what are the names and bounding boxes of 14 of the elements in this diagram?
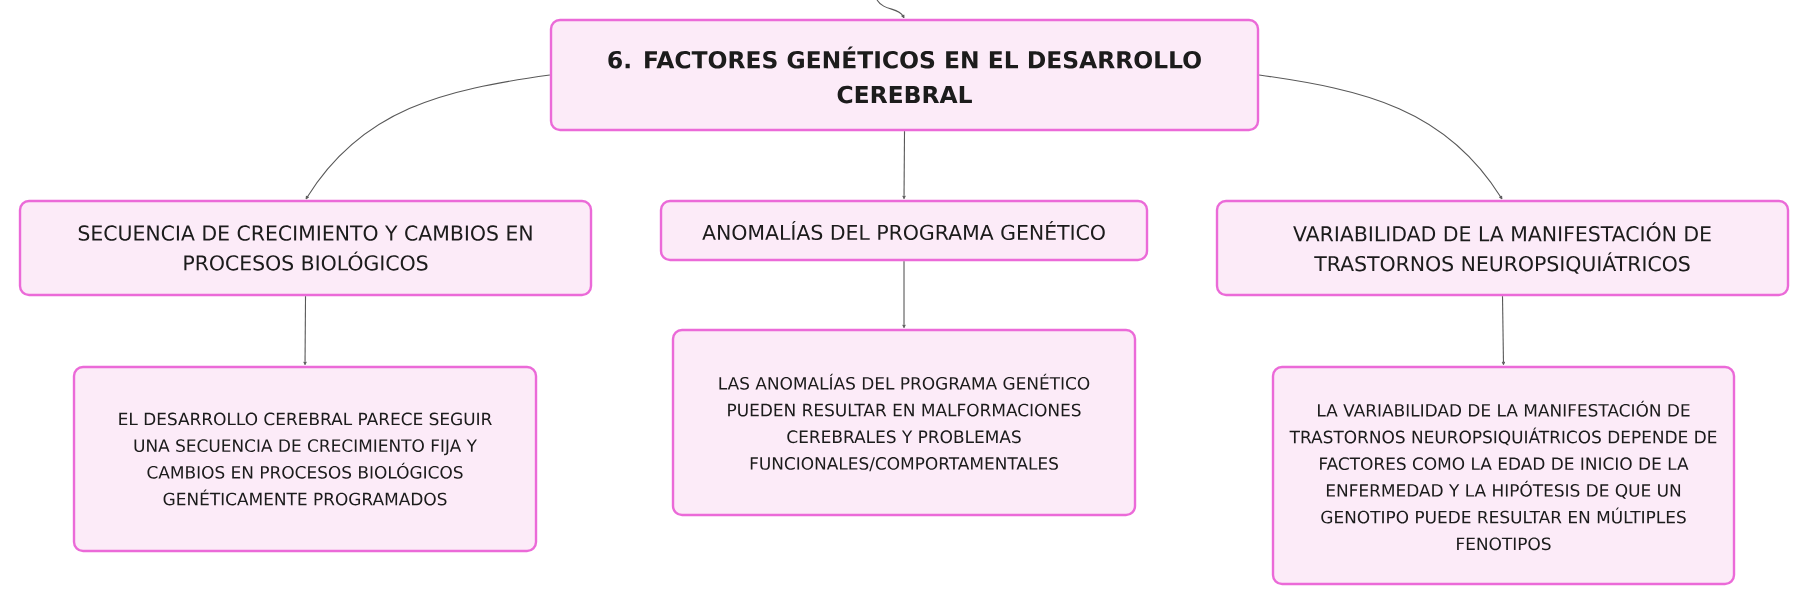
connector (303, 295, 307, 366)
arrow (876, 0, 905, 19)
subtopic-box: ANOMALÍAS DEL PROGRAMA GENÉTICO (659, 199, 1149, 262)
description-box: LA VARIABILIDAD DE LA MANIFESTACIÓN DE TRASTORNOS NEUROPSIQUIÁTRICOS DEPENDE DE FACTORES COMO LA EDAD DE INICIO DE LA ENFERMEDAD Y LA HIPÓTESIS DE QUE UN GENOTIPO PUEDE RESULTAR EN MÚLTIPLES FENOTIPOS (1271, 365, 1736, 586)
description-box: EL DESARROLLO CEREBRAL PARECE SEGUIR UNA SECUENCIA DE CRECIMIENTO FIJA Y CAMBIOS EN PROCESOS BIOLÓGICOS GENÉTICAMENTE PROGRAMADOS (72, 365, 538, 553)
subtopic-box: SECUENCIA DE CRECIMIENTO Y CAMBIOS EN PROCESOS BIOLÓGICOS (18, 199, 593, 297)
connector (902, 130, 906, 200)
description-box: LAS ANOMALÍAS DEL PROGRAMA GENÉTICO PUEDEN RESULTAR EN MALFORMACIONES CEREBRALES Y PROBLEMAS FUNCIONALES/COMPORTAMENTALES (671, 328, 1137, 517)
connector (1258, 74, 1503, 200)
connector (305, 74, 551, 200)
topic-box: 6. FACTORES GENÉTICOS EN EL DESARROLLO CEREBRAL (549, 18, 1260, 132)
connector (1501, 295, 1506, 366)
subtopic-box: VARIABILIDAD DE LA MANIFESTACIÓN DE TRASTORNOS NEUROPSIQUIÁTRICOS (1215, 199, 1790, 297)
connector (902, 260, 906, 329)
